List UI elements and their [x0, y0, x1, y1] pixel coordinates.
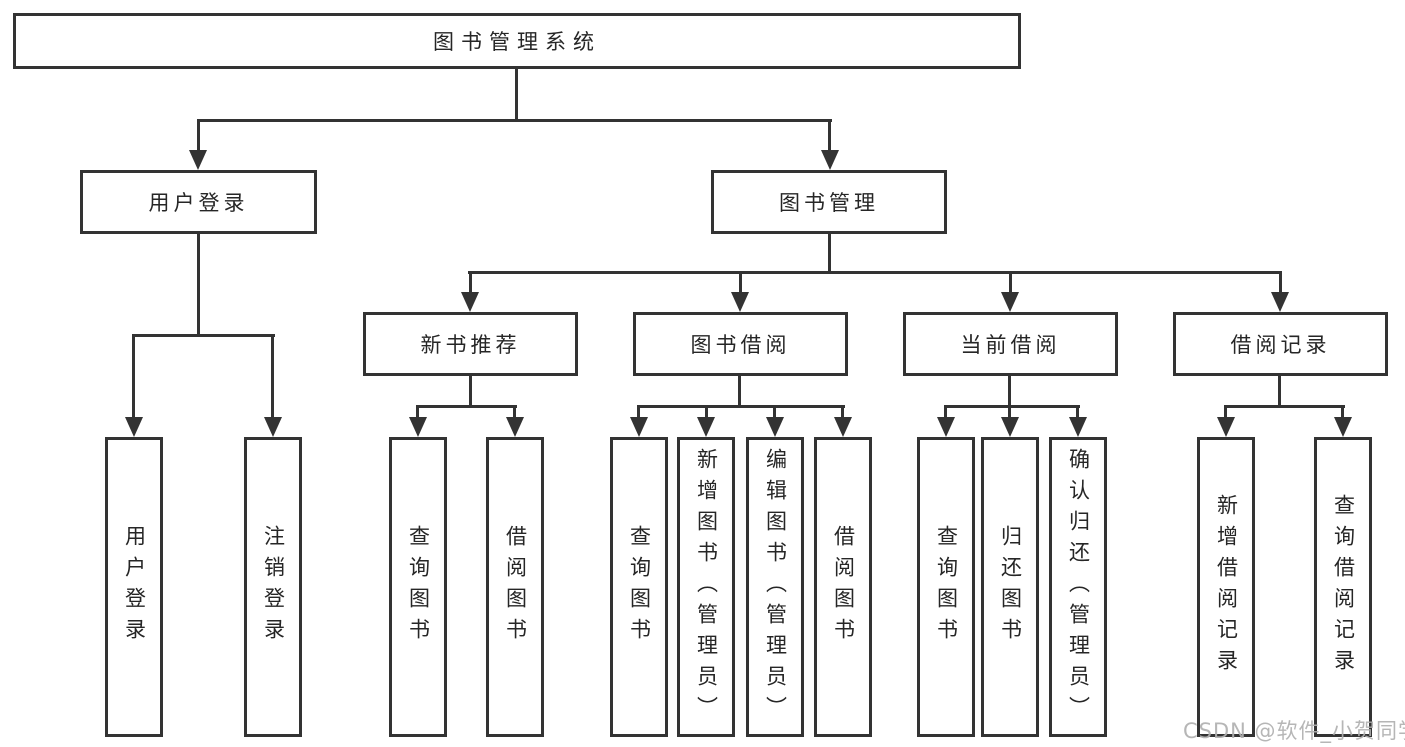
leaf-query-borrow-record: 查询借阅记录 [1314, 437, 1372, 737]
arrow-down-icon [697, 417, 715, 437]
node-label: 归还图书 [998, 525, 1023, 649]
node-label: 查询图书 [934, 525, 959, 649]
arrow-down-icon [409, 417, 427, 437]
connector-line [469, 376, 472, 407]
leaf-query-books-recommend: 查询图书 [389, 437, 447, 737]
node-label: 查询图书 [406, 525, 431, 649]
connector-line [739, 271, 742, 294]
node-label: 注销登录 [261, 525, 286, 649]
node-label: 用户登录 [148, 191, 249, 215]
connector-line [637, 405, 640, 419]
node-label: 图书借阅 [690, 333, 791, 357]
leaf-add-books-admin: 新增图书（管理员） [677, 437, 735, 737]
connector-line [469, 271, 472, 294]
connector-line [1224, 405, 1345, 408]
connector-line [1278, 376, 1281, 407]
arrow-down-icon [731, 292, 749, 312]
arrow-down-icon [766, 417, 784, 437]
arrow-down-icon [125, 417, 143, 437]
node-label: 借阅记录 [1230, 333, 1331, 357]
arrow-down-icon [1217, 417, 1235, 437]
node-book-borrowing: 图书借阅 [633, 312, 848, 376]
node-library-management-system: 图书管理系统 [13, 13, 1021, 69]
node-label: 借阅图书 [831, 525, 856, 649]
leaf-return-books: 归还图书 [981, 437, 1039, 737]
node-user-login: 用户登录 [80, 170, 317, 234]
arrow-down-icon [630, 417, 648, 437]
arrow-down-icon [834, 417, 852, 437]
leaf-logout: 注销登录 [244, 437, 302, 737]
leaf-add-borrow-record: 新增借阅记录 [1197, 437, 1255, 737]
connector-line [1008, 405, 1011, 419]
leaf-query-books-borrowing: 查询图书 [610, 437, 668, 737]
node-new-book-recommend: 新书推荐 [363, 312, 578, 376]
connector-line [513, 405, 516, 419]
connector-line [132, 334, 135, 419]
arrow-down-icon [461, 292, 479, 312]
csdn-watermark: CSDN @软件_小贺同学 [1183, 719, 1405, 743]
connector-line [1008, 376, 1011, 407]
arrow-down-icon [506, 417, 524, 437]
connector-line [515, 68, 518, 120]
node-label: 图书管理 [779, 191, 879, 215]
leaf-user-login: 用户登录 [105, 437, 163, 737]
node-label: 当前借阅 [960, 333, 1061, 357]
connector-line [416, 405, 419, 419]
node-label: 用户登录 [122, 525, 147, 649]
node-label: 新增图书（管理员） [694, 447, 719, 727]
arrow-down-icon [821, 150, 839, 170]
node-label: 确认归还（管理员） [1066, 447, 1091, 727]
leaf-borrow-books: 借阅图书 [814, 437, 872, 737]
leaf-edit-books-admin: 编辑图书（管理员） [746, 437, 804, 737]
node-book-management: 图书管理 [711, 170, 947, 234]
node-label: 借阅图书 [503, 525, 528, 649]
connector-line [773, 405, 776, 419]
connector-line [637, 405, 845, 408]
arrow-down-icon [1001, 292, 1019, 312]
node-current-borrowing: 当前借阅 [903, 312, 1118, 376]
connector-line [738, 376, 741, 407]
connector-line [197, 119, 832, 122]
arrow-down-icon [264, 417, 282, 437]
connector-line [197, 119, 200, 152]
connector-line [828, 119, 831, 152]
node-label: 编辑图书（管理员） [763, 447, 788, 727]
arrow-down-icon [937, 417, 955, 437]
connector-line [1341, 405, 1344, 419]
connector-line [1076, 405, 1079, 419]
connector-line [271, 334, 274, 419]
connector-line [416, 405, 517, 408]
connector-line [1009, 271, 1012, 294]
arrow-down-icon [1001, 417, 1019, 437]
connector-line [828, 233, 831, 274]
connector-line [1224, 405, 1227, 419]
arrow-down-icon [1069, 417, 1087, 437]
arrow-down-icon [1334, 417, 1352, 437]
leaf-borrow-books-recommend: 借阅图书 [486, 437, 544, 737]
node-borrowing-records: 借阅记录 [1173, 312, 1388, 376]
node-label: 图书管理系统 [433, 30, 601, 54]
leaf-query-books-current: 查询图书 [917, 437, 975, 737]
connector-line [705, 405, 708, 419]
node-label: 新增借阅记录 [1214, 494, 1239, 680]
arrow-down-icon [1271, 292, 1289, 312]
connector-line [197, 233, 200, 335]
connector-line [944, 405, 947, 419]
node-label: 新书推荐 [420, 333, 521, 357]
connector-line [132, 334, 275, 337]
connector-line [944, 405, 1080, 408]
connector-line [468, 271, 1282, 274]
leaf-confirm-return-admin: 确认归还（管理员） [1049, 437, 1107, 737]
node-label: 查询图书 [627, 525, 652, 649]
arrow-down-icon [189, 150, 207, 170]
node-label: 查询借阅记录 [1331, 494, 1356, 680]
connector-line [841, 405, 844, 419]
connector-line [1279, 271, 1282, 294]
